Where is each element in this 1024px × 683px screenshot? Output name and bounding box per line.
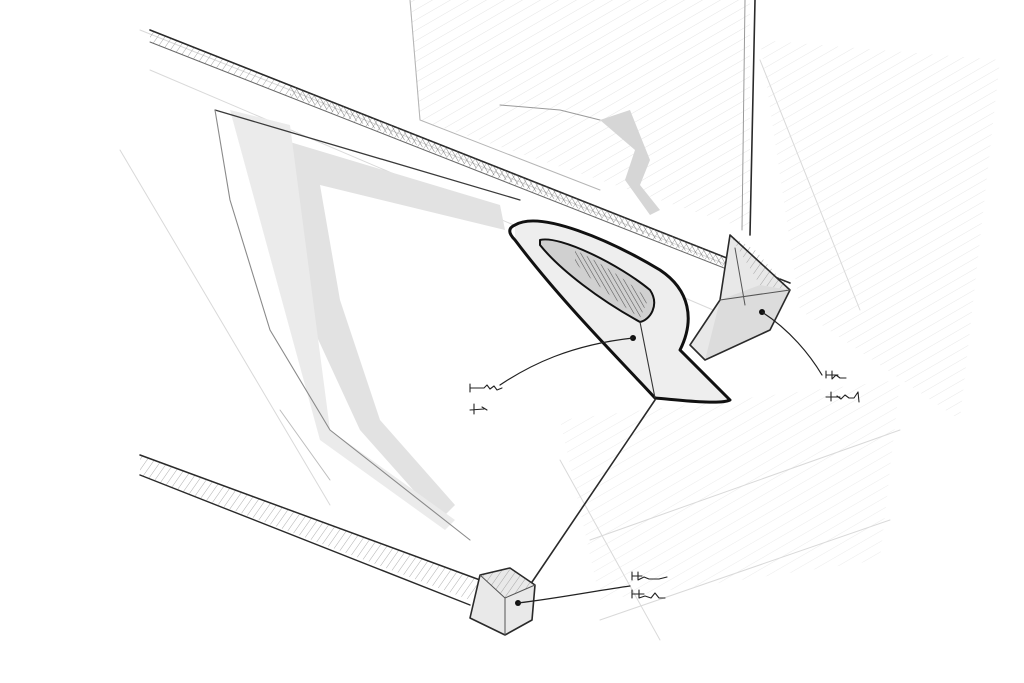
corner-block [689, 234, 791, 361]
vertical-post [409, 0, 756, 236]
bottom-tube [139, 454, 481, 606]
frame-outline [214, 109, 656, 586]
fin-element [508, 219, 732, 404]
fin-callout-scribble [469, 383, 503, 415]
corner-callout [759, 309, 860, 403]
background-hatching [410, 0, 1000, 600]
joint-callout-scribble [631, 571, 668, 599]
fin-callout [469, 335, 636, 415]
joint-node [469, 567, 536, 636]
corner-callout-scribble [825, 370, 860, 403]
frame-shadow [230, 110, 660, 530]
top-rail [149, 29, 791, 293]
joint-callout [515, 571, 668, 606]
